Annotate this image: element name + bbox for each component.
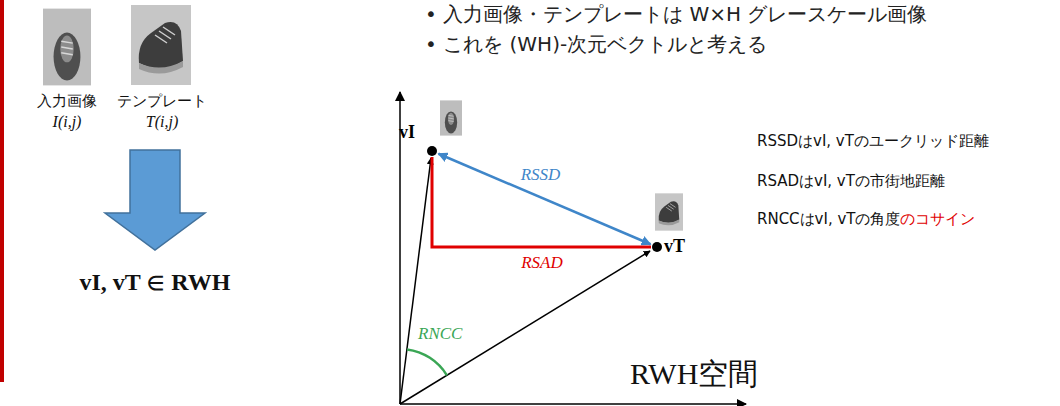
distance-arrow — [438, 154, 650, 245]
vector-label: vI — [399, 122, 415, 144]
image-caption: 入力画像 — [37, 92, 97, 110]
image-caption: テンプレート — [117, 92, 207, 110]
vector-arrow — [400, 158, 431, 404]
space-label: RWH空間 — [630, 356, 758, 392]
bullet-text: • これを (WH)-次元ベクトルと考える — [425, 32, 767, 56]
definition-text: RSADはvI, vTの市街地距離 — [757, 172, 945, 190]
template-image — [131, 5, 191, 85]
input-image-small — [440, 100, 462, 135]
input-image — [43, 9, 91, 86]
vector-point: vT — [652, 242, 662, 252]
vector-point: vI — [427, 146, 437, 156]
x-axis — [400, 403, 746, 405]
vector-arrow — [400, 251, 650, 404]
vector-formula: vI, vT ∈ RWH — [79, 268, 230, 297]
vector-label: vT — [664, 236, 685, 258]
edge-label: RSAD — [519, 253, 565, 273]
edge-label: RSSD — [519, 165, 563, 185]
manhattan-path — [432, 157, 651, 247]
angle-arc — [407, 349, 447, 375]
image-function: T(i,j) — [146, 112, 178, 131]
highlight-text: のコサイン — [900, 210, 975, 228]
angle-label: RNCC — [418, 324, 462, 344]
slide-border — [0, 0, 4, 382]
template-image-small — [655, 193, 683, 230]
image-function: I(i,j) — [53, 112, 82, 131]
definition-text: RSSDはvI, vTのユークリッド距離 — [757, 132, 989, 150]
bullet-text: • 入力画像・テンプレートは W×H グレースケール画像 — [425, 2, 927, 26]
definition-text: RNCCはvI, vTの角度 — [757, 210, 900, 228]
down-arrow — [105, 150, 205, 250]
